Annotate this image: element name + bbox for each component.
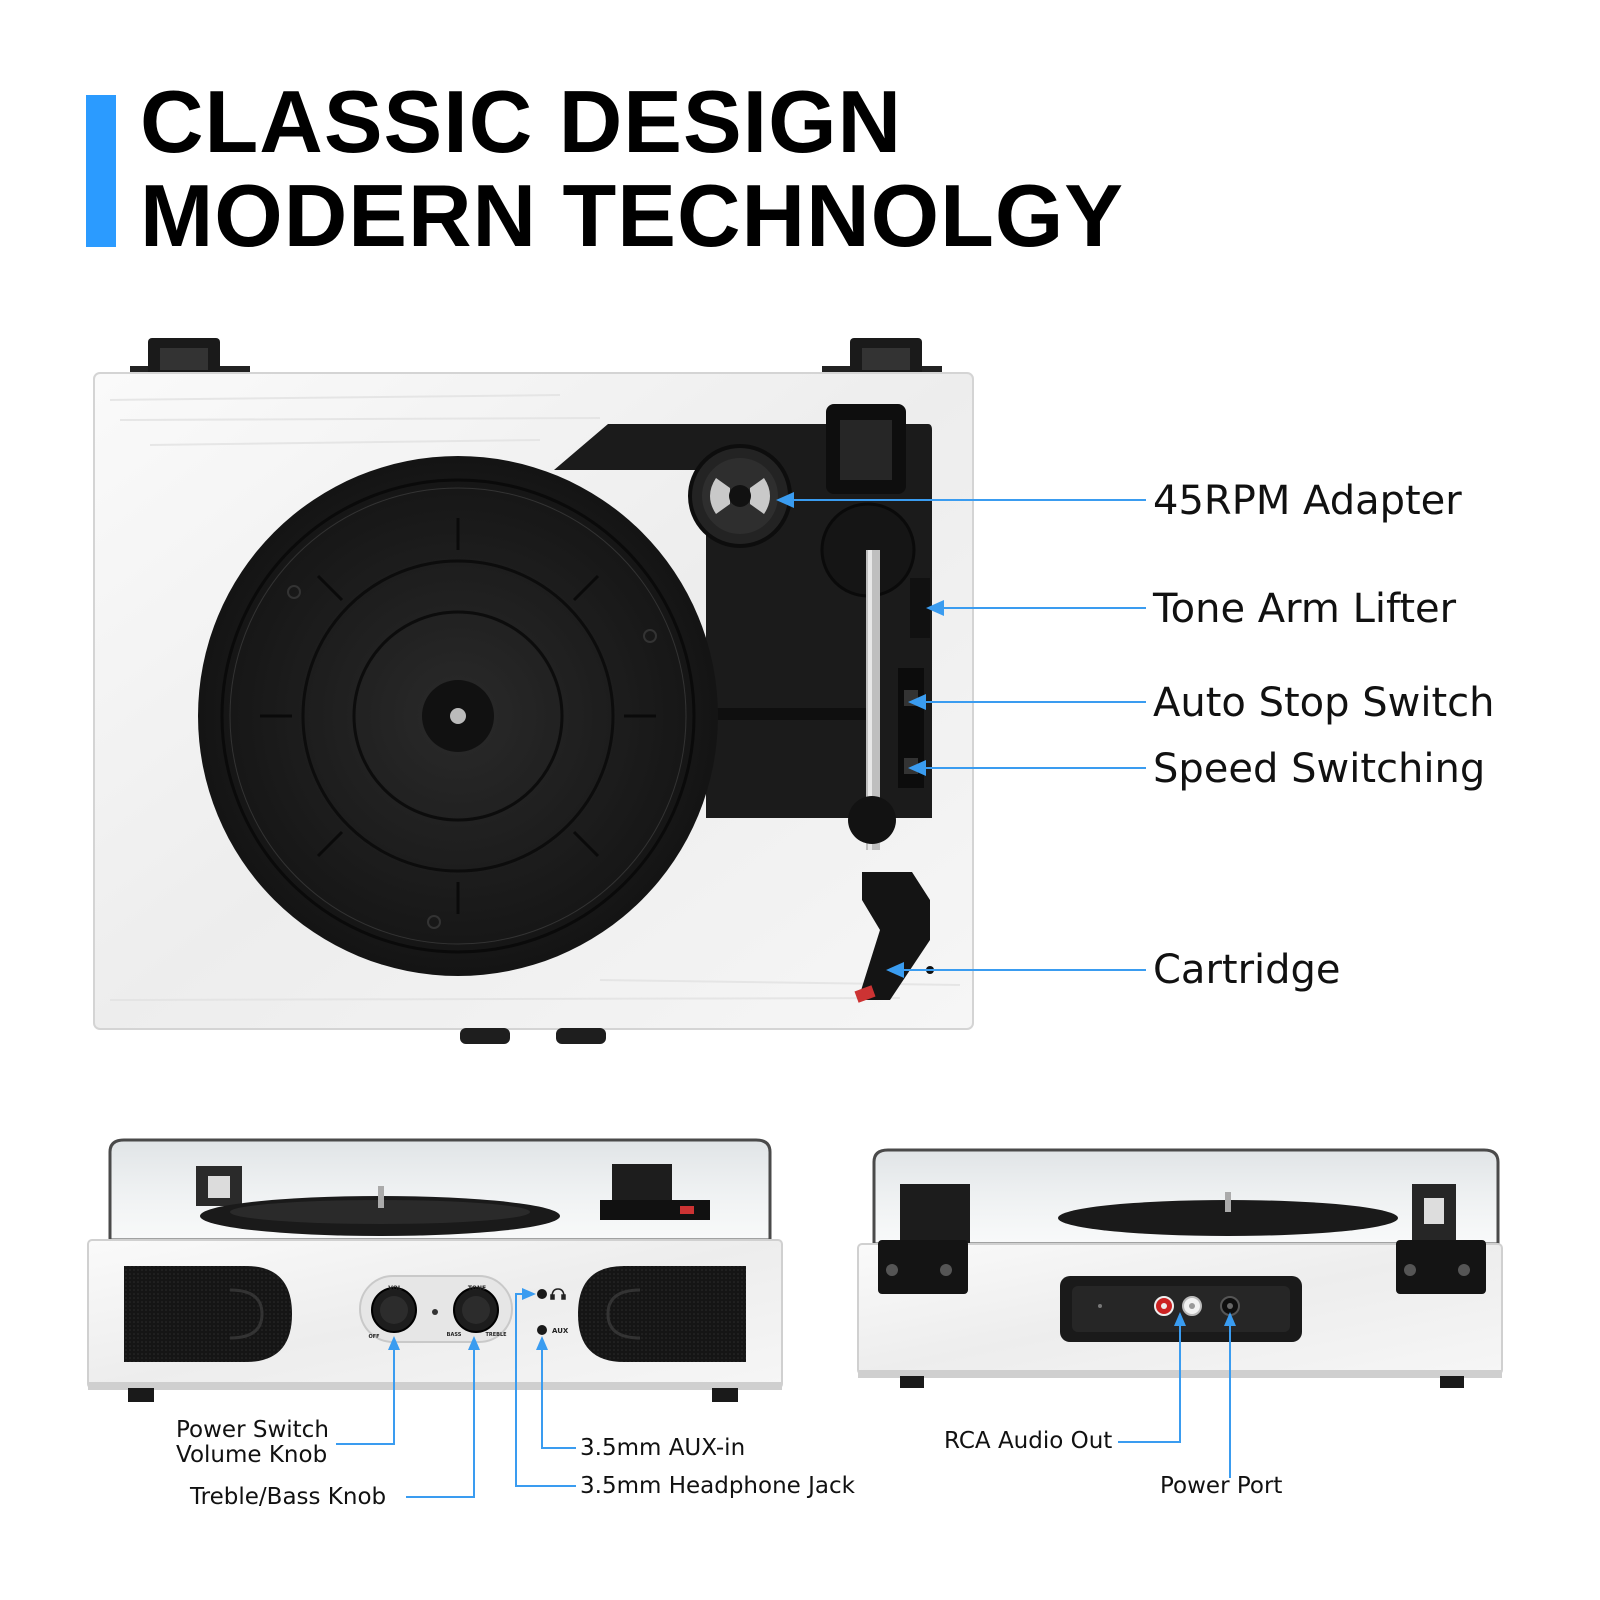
top-view-leaders [780, 499, 1146, 971]
panel-label-aux: AUX [552, 1327, 569, 1335]
top-view-turntable [93, 338, 974, 1044]
callout-treble-bass-knob: Treble/Bass Knob [190, 1484, 387, 1510]
spindle [450, 708, 466, 724]
callout-45rpm-adapter: 45RPM Adapter [1153, 478, 1462, 524]
callout-auto-stop-switch: Auto Stop Switch [1153, 680, 1495, 726]
top-view-arrowheads [776, 492, 944, 978]
callout-tone-arm-lifter: Tone Arm Lifter [1153, 586, 1457, 632]
callout-power-switch: Power Switch [176, 1417, 329, 1443]
cartridge [854, 872, 934, 1003]
panel-label-treble: TREBLE [485, 1332, 507, 1338]
page-headline: CLASSIC DESIGN MODERN TECHNOLGY [140, 75, 1124, 263]
callout-cartridge: Cartridge [1153, 947, 1341, 993]
front-view-leaders [336, 1293, 576, 1498]
front-view-arrowheads [388, 1288, 548, 1350]
callout-speed-switching: Speed Switching [1153, 746, 1486, 792]
headline-line-1: CLASSIC DESIGN [140, 72, 903, 171]
panel-label-tone: TONE [468, 1285, 486, 1292]
rear-view-arrowheads [1174, 1312, 1236, 1326]
rear-view-leaders [1118, 1314, 1231, 1478]
callout-volume-knob: Volume Knob [176, 1442, 328, 1468]
rear-view-turntable [857, 1148, 1503, 1388]
headphone-icon [550, 1288, 566, 1300]
callout-headphone-jack: 3.5mm Headphone Jack [580, 1473, 855, 1499]
callout-power-port: Power Port [1160, 1473, 1283, 1499]
panel-label-off: OFF [368, 1334, 379, 1340]
front-view-turntable [87, 1138, 783, 1402]
adapter-45rpm [688, 444, 792, 548]
panel-label-bass: BASS [447, 1332, 462, 1338]
headline-line-2: MODERN TECHNOLGY [140, 166, 1124, 265]
accent-bar [86, 95, 116, 247]
tone-arm [820, 404, 930, 850]
callout-rca-audio-out: RCA Audio Out [944, 1428, 1113, 1454]
panel-label-vol: VOL [388, 1285, 402, 1292]
callout-aux-in: 3.5mm AUX-in [580, 1435, 746, 1461]
